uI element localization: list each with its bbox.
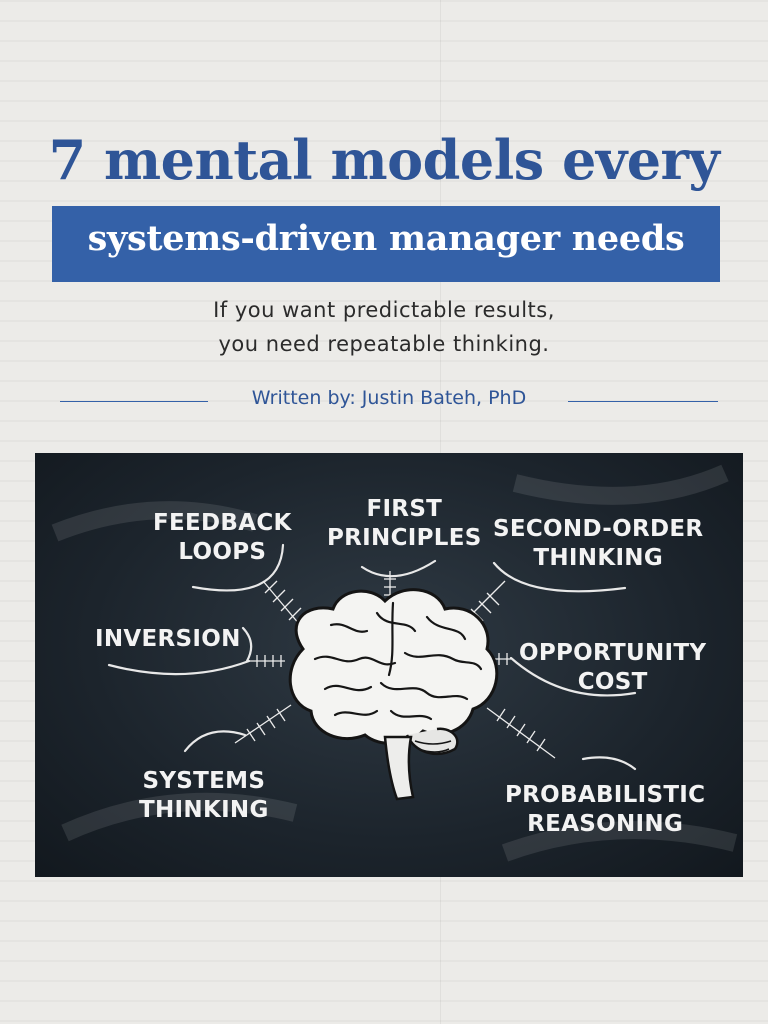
author-row: Written by: Justin Bateh, PhD	[60, 386, 718, 416]
label-underlines	[107, 543, 637, 771]
brain-folds	[313, 601, 483, 721]
label-inversion: INVERSION	[95, 625, 241, 654]
author-byline: Written by: Justin Bateh, PhD	[251, 387, 527, 409]
label-opportunity-cost-line1: OPPORTUNITY	[519, 640, 707, 666]
label-feedback-loops-line2: LOOPS	[178, 539, 267, 565]
label-second-order-thinking: SECOND-ORDER THINKING	[493, 515, 703, 573]
chalk-smudges	[51, 464, 738, 862]
label-opportunity-cost-line2: COST	[577, 669, 648, 695]
label-first-principles: FIRST PRINCIPLES	[327, 495, 482, 553]
label-first-principles-line1: FIRST	[366, 496, 443, 522]
label-probabilistic-line1: PROBABILISTIC	[505, 782, 706, 808]
label-feedback-loops-line1: FEEDBACK	[153, 510, 292, 536]
spoke-probabilistic	[486, 707, 556, 759]
label-probabilistic-reasoning: PROBABILISTIC REASONING	[505, 781, 705, 839]
page-title: 7 mental models every	[48, 128, 720, 192]
subtitle-line-2: you need repeatable thinking.	[218, 332, 550, 356]
label-systems-thinking-line2: THINKING	[139, 797, 269, 823]
label-probabilistic-line2: REASONING	[527, 811, 684, 837]
label-feedback-loops: FEEDBACK LOOPS	[153, 509, 292, 567]
brain-icon	[288, 588, 499, 801]
label-first-principles-line2: PRINCIPLES	[327, 525, 482, 551]
spoke-inversion	[249, 655, 285, 667]
cerebellum-lines	[414, 740, 452, 753]
label-systems-thinking: SYSTEMS THINKING	[139, 767, 269, 825]
title-band	[52, 206, 720, 282]
label-opportunity-cost: OPPORTUNITY COST	[519, 639, 706, 697]
label-inversion-line1: INVERSION	[95, 626, 241, 652]
spoke-systems-thinking	[234, 704, 292, 744]
chalkboard-illustration: FEEDBACK LOOPS FIRST PRINCIPLES SECOND-O…	[35, 453, 743, 877]
page-title-highlight: systems-driven manager needs	[87, 218, 685, 259]
author-rule-right	[568, 401, 718, 402]
label-second-order-line1: SECOND-ORDER	[493, 516, 704, 542]
chalk-drawing	[51, 464, 738, 862]
label-second-order-line2: THINKING	[533, 545, 664, 571]
label-systems-thinking-line1: SYSTEMS	[142, 768, 266, 794]
brain-stem	[383, 735, 415, 801]
subtitle-line-1: If you want predictable results,	[213, 298, 555, 322]
author-rule-left	[60, 401, 208, 402]
